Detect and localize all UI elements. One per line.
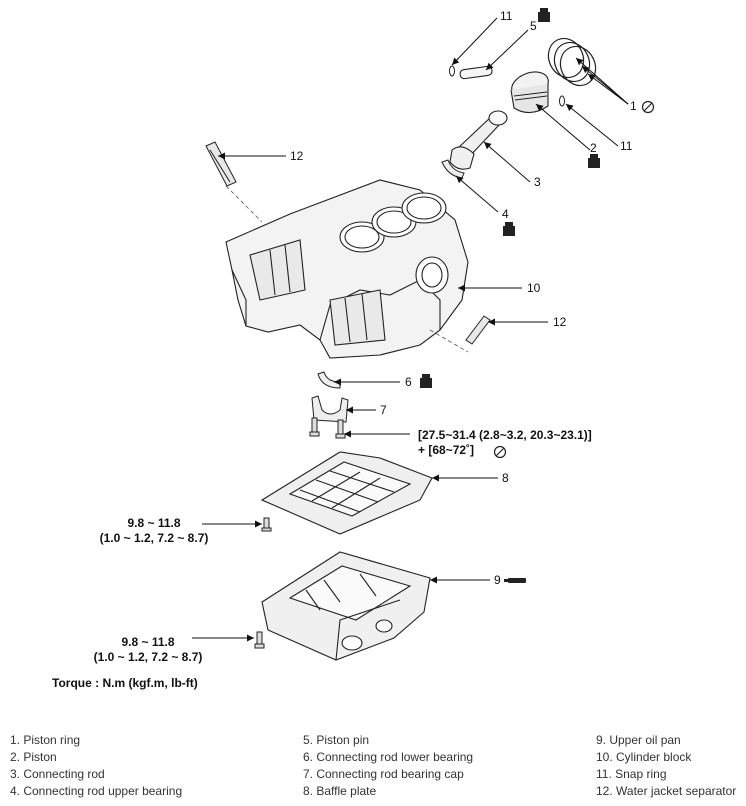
oil-can-icon (588, 154, 600, 168)
upper-oil-pan-part (261, 551, 431, 661)
legend-item: 9. Upper oil pan (596, 733, 681, 747)
torque-unit-note: Torque : N.m (kgf.m, lb-ft) (52, 676, 198, 690)
baffle-torque-spec: 9.8 ~ 11.8 (1.0 ~ 1.2, 7.2 ~ 8.7) (86, 516, 222, 546)
water-jacket-separator-bottom (465, 315, 491, 345)
callout-4: 4 (502, 207, 509, 221)
callout-8: 8 (502, 471, 509, 485)
cap-bolts (309, 417, 346, 439)
callout-3: 3 (534, 175, 541, 189)
legend-column-2: 5. Piston pin 6. Connecting rod lower be… (303, 732, 473, 800)
piston-part (510, 71, 549, 114)
callout-2: 2 (590, 141, 597, 155)
legend-item: 7. Connecting rod bearing cap (303, 767, 464, 781)
callout-11-right: 11 (620, 139, 633, 153)
baffle-plate-part (260, 451, 433, 535)
oilpan-torque-line1: 9.8 ~ 11.8 (121, 635, 175, 649)
exploded-engine-diagram: 11 5 1 2 11 12 3 4 10 12 6 7 8 9 (192, 8, 655, 661)
callout-9: 9 (494, 573, 501, 587)
legend-item: 8. Baffle plate (303, 784, 377, 798)
legend-item: 10. Cylinder block (596, 750, 692, 764)
upper-bearing-part (441, 159, 465, 179)
callout-10: 10 (527, 281, 541, 295)
baffle-bolt (261, 517, 272, 532)
legend-item: 11. Snap ring (596, 767, 667, 781)
legend-item: 6. Connecting rod lower bearing (303, 750, 474, 764)
legend-item: 3. Connecting rod (10, 767, 105, 781)
snap-ring-parts (449, 65, 565, 107)
cylinder-block-part (225, 179, 469, 359)
baffle-torque-line2: (1.0 ~ 1.2, 7.2 ~ 8.7) (99, 531, 209, 545)
no-reuse-icon (641, 100, 655, 114)
lower-bearing-part (317, 371, 341, 389)
piston-rings-part (547, 37, 597, 87)
no-reuse-icon (493, 445, 507, 459)
callout-12-top: 12 (290, 149, 304, 163)
legend-column-3: 9. Upper oil pan 10. Cylinder block 11. … (596, 732, 736, 800)
bearing-cap-part (311, 395, 349, 423)
connecting-rod-part (449, 110, 508, 170)
callout-7: 7 (380, 403, 387, 417)
sealant-tube-icon (504, 578, 526, 583)
oil-can-icon (538, 8, 550, 22)
oilpan-torque-line2: (1.0 ~ 1.2, 7.2 ~ 8.7) (93, 650, 203, 664)
conrod-torque-line2: + [68~72˚] (418, 443, 475, 457)
conrod-torque-spec: [27.5~31.4 (2.8~3.2, 20.3~23.1)] + [68~7… (418, 428, 592, 458)
alignment-dashed-lines (225, 185, 469, 353)
conrod-torque-line1: [27.5~31.4 (2.8~3.2, 20.3~23.1)] (418, 428, 592, 442)
oil-can-icon (503, 222, 515, 236)
callout-1: 1 (630, 99, 637, 113)
legend-item: 4. Connecting rod upper bearing (10, 784, 183, 798)
callout-numbers: 11 5 1 2 11 12 3 4 10 12 6 7 8 9 (290, 9, 637, 587)
oil-pan-bolt (254, 631, 265, 649)
callout-5: 5 (530, 19, 537, 33)
callout-11-top: 11 (500, 9, 513, 23)
water-jacket-separator-top (205, 141, 237, 187)
leader-lines (192, 17, 629, 642)
legend-column-1: 1. Piston ring 2. Piston 3. Connecting r… (10, 732, 182, 800)
legend-item: 5. Piston pin (303, 733, 370, 747)
piston-pin-part (459, 65, 493, 80)
baffle-torque-line1: 9.8 ~ 11.8 (127, 516, 181, 530)
oilpan-torque-spec: 9.8 ~ 11.8 (1.0 ~ 1.2, 7.2 ~ 8.7) (80, 635, 216, 665)
legend-item: 1. Piston ring (10, 733, 81, 747)
callout-6: 6 (405, 375, 412, 389)
legend-item: 2. Piston (10, 750, 57, 764)
callout-12-bottom: 12 (553, 315, 567, 329)
oil-can-icon (420, 374, 432, 388)
legend-item: 12. Water jacket separator (596, 784, 737, 798)
